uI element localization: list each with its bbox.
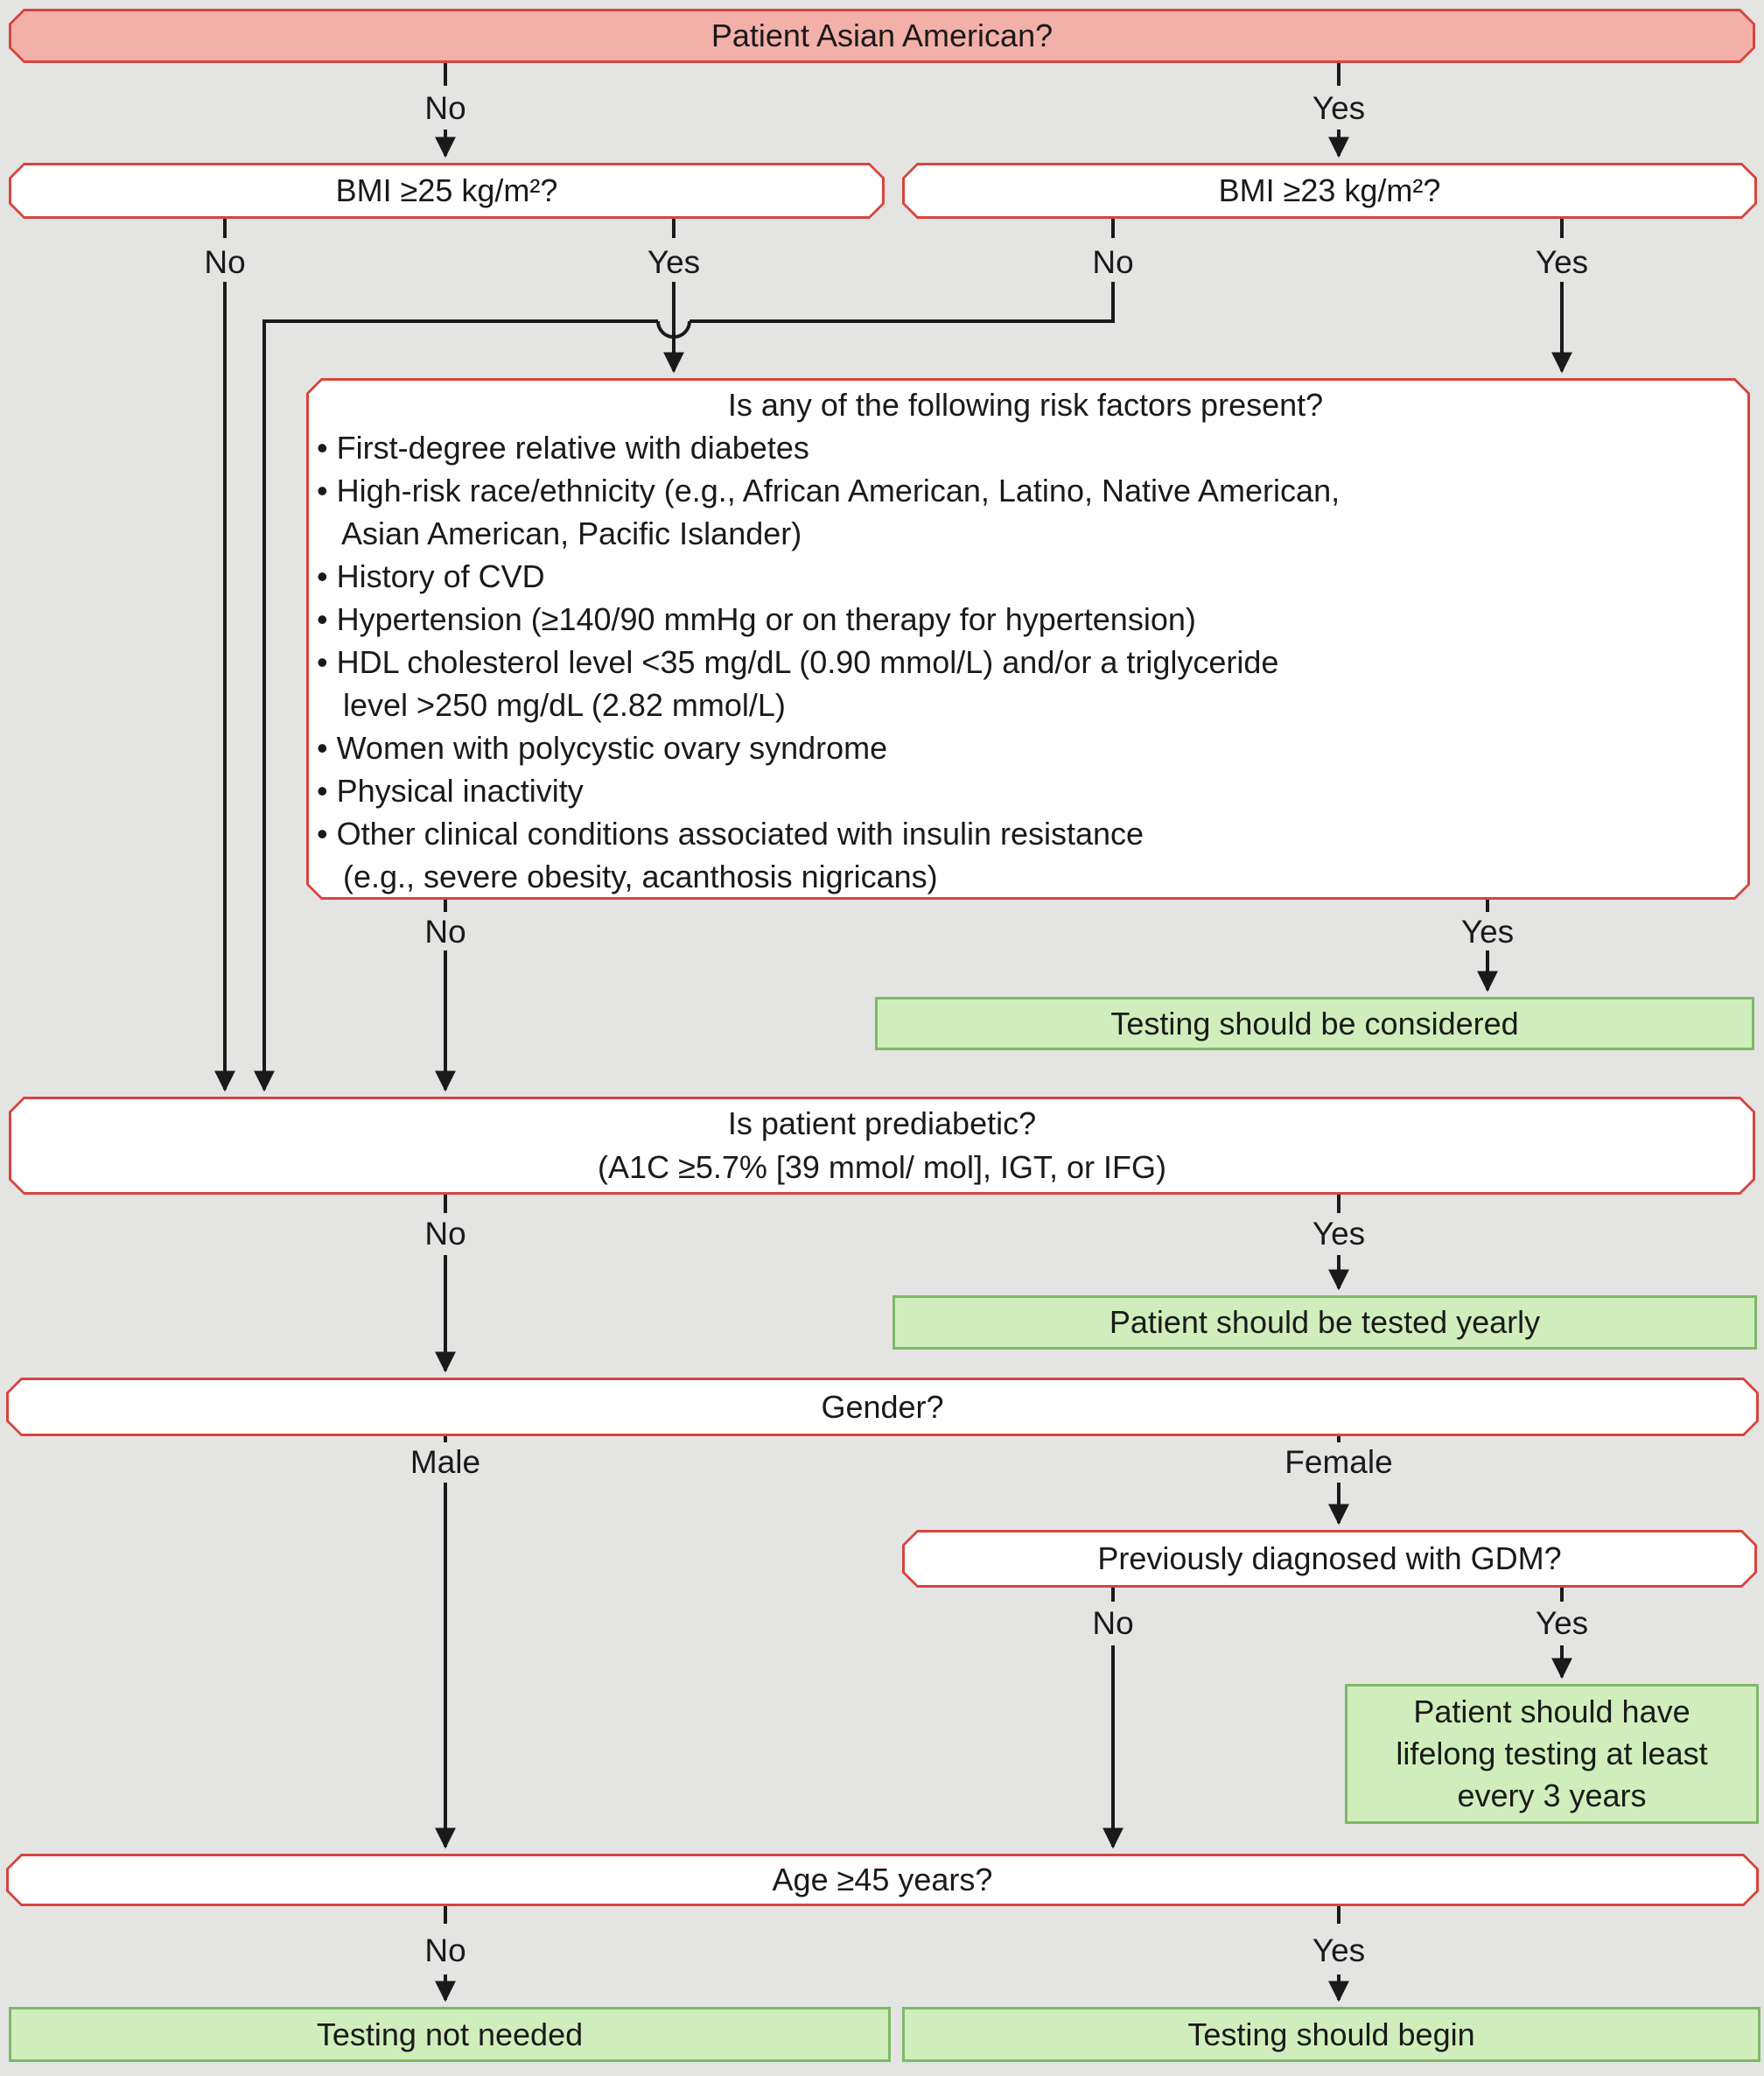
node-fill [11, 165, 882, 216]
edge-label-pre-no: No [424, 1216, 466, 1252]
edge-label-gender-female: Female [1284, 1444, 1393, 1480]
lifelong-line3: every 3 years [1457, 1778, 1647, 1813]
node-prediabetic-question: Is patient prediabetic? (A1C ≥5.7% [39 m… [9, 1097, 1755, 1195]
lifelong-line1: Patient should have [1413, 1694, 1690, 1729]
edge-label-risk-no: No [424, 914, 466, 950]
node-risk-factors-question: Is any of the following risk factors pre… [306, 378, 1750, 900]
node-gender-label: Gender? [821, 1388, 944, 1425]
edge-label-age-no: No [424, 1932, 466, 1968]
edge-label-bmi23-no: No [1092, 244, 1134, 280]
prediabetic-line1: Is patient prediabetic? [727, 1105, 1037, 1141]
edge-label-risk-yes: Yes [1460, 914, 1515, 950]
edge-label-gdm-no: No [1092, 1605, 1134, 1641]
node-gdm-label: Previously diagnosed with GDM? [1097, 1540, 1562, 1576]
risk-factor-item: • Physical inactivity [317, 773, 584, 809]
node-fill [309, 381, 1747, 897]
prediabetic-line2: (A1C ≥5.7% [39 mmol/ mol], IGT, or IFG) [598, 1149, 1166, 1185]
edge-label-bmi23-yes: Yes [1535, 244, 1589, 280]
risk-factor-item: • HDL cholesterol level <35 mg/dL (0.90 … [317, 644, 1279, 680]
node-gender-question: Gender? [6, 1378, 1759, 1436]
node-bmi-23-label: BMI ≥23 kg/m²? [1218, 172, 1441, 208]
node-fill [11, 11, 1753, 60]
result-label: Testing should be considered [1110, 1005, 1519, 1042]
result-label: Testing not needed [316, 2016, 584, 2052]
edge-label-gdm-yes: Yes [1535, 1605, 1589, 1641]
node-bmi-25-question: BMI ≥25 kg/m²? [9, 163, 885, 219]
edge-label-asian-no: No [424, 90, 466, 126]
node-fill [11, 1099, 1753, 1192]
edge-label-pre-yes: Yes [1312, 1216, 1366, 1252]
node-fill [9, 1856, 1756, 1904]
result-testing-not-needed: Testing not needed [9, 2007, 891, 2062]
result-lifelong-testing: Patient should have lifelong testing at … [1345, 1684, 1759, 1824]
edge-label-bmi25-yes: Yes [647, 244, 701, 280]
node-patient-asian-american: Patient Asian American? [9, 9, 1755, 63]
node-bmi-23-question: BMI ≥23 kg/m²? [902, 163, 1757, 219]
risk-factor-item: level >250 mg/dL (2.82 mmol/L) [317, 687, 786, 723]
result-label: Testing should begin [1187, 2016, 1475, 2052]
result-patient-tested-yearly: Patient should be tested yearly [892, 1295, 1757, 1350]
node-age-question: Age ≥45 years? [6, 1854, 1759, 1906]
risk-factor-item: Asian American, Pacific Islander) [317, 515, 802, 551]
edge-label-bmi25-no: No [204, 244, 246, 280]
node-fill [905, 165, 1754, 216]
node-fill [905, 1532, 1754, 1585]
risk-factor-item: • History of CVD [317, 558, 545, 594]
edge-label-asian-yes: Yes [1312, 90, 1366, 126]
risk-factor-item: • Other clinical conditions associated w… [317, 816, 1144, 852]
result-testing-should-begin: Testing should begin [902, 2007, 1760, 2062]
risk-factors-title: Is any of the following risk factors pre… [727, 387, 1324, 423]
risk-factors-content: Is any of the following risk factors pre… [306, 378, 1750, 898]
node-prediabetic-label: Is patient prediabetic? (A1C ≥5.7% [39 m… [9, 1097, 1755, 1195]
node-bmi-25-label: BMI ≥25 kg/m²? [335, 172, 558, 208]
risk-factor-item: • Hypertension (≥140/90 mmHg or on thera… [317, 601, 1196, 637]
node-patient-asian-american-label: Patient Asian American? [710, 18, 1054, 53]
risk-factor-item: • First-degree relative with diabetes [317, 430, 809, 466]
node-gdm-question: Previously diagnosed with GDM? [902, 1530, 1757, 1588]
result-testing-should-be-considered: Testing should be considered [875, 997, 1754, 1050]
risk-factor-item: • Women with polycystic ovary syndrome [317, 730, 888, 766]
lifelong-line2: lifelong testing at least [1396, 1736, 1708, 1771]
risk-factor-item: (e.g., severe obesity, acanthosis nigric… [317, 859, 938, 894]
risk-factor-item: • High-risk race/ethnicity (e.g., Africa… [317, 473, 1340, 508]
node-age-label: Age ≥45 years? [772, 1862, 993, 1897]
node-fill [9, 1380, 1756, 1434]
edge-label-gender-male: Male [410, 1444, 481, 1480]
edge-label-age-yes: Yes [1312, 1932, 1366, 1968]
result-label: Patient should be tested yearly [1109, 1304, 1541, 1340]
